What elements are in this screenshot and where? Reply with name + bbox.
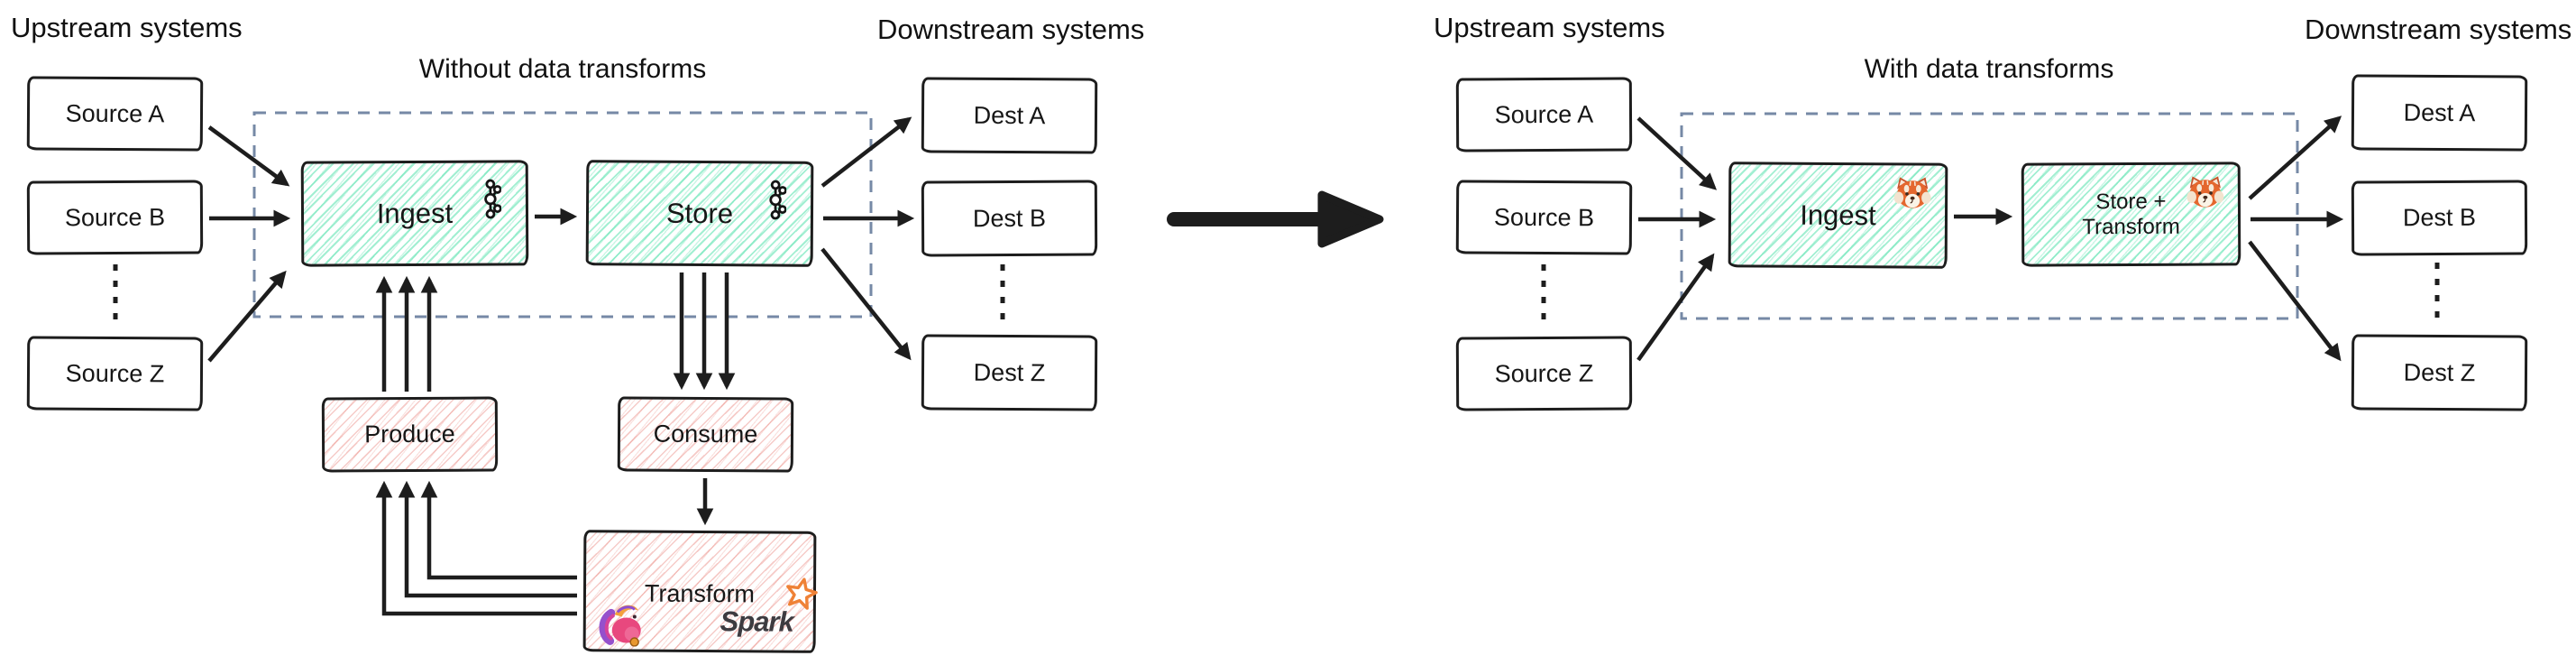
right-source-z-label: Source Z <box>1494 359 1594 387</box>
right-source-z-box: Source Z <box>1455 336 1633 411</box>
left-ingest-box: Ingest <box>300 160 529 267</box>
right-dest-a-label: Dest A <box>2403 98 2476 126</box>
arrow-right-source-z-to-ingest <box>1636 253 1715 362</box>
right-dest-b-box: Dest B <box>2351 180 2528 256</box>
right-pipeline-dashed-boundary <box>1680 112 2299 320</box>
arrow-left-source-a-to-ingest <box>207 125 290 187</box>
arrow-left-source-z-to-ingest <box>207 270 287 363</box>
left-store-box: Store <box>585 160 814 267</box>
left-diagram-title: Without data transforms <box>418 54 707 84</box>
left-dest-a-label: Dest A <box>973 101 1046 129</box>
left-source-z-box: Source Z <box>26 336 204 411</box>
left-dest-z-box: Dest Z <box>921 334 1098 411</box>
right-upstream-title: Upstream systems <box>1434 12 1665 43</box>
redpanda-icon <box>1893 175 1931 209</box>
right-ingest-box: Ingest <box>1728 162 1948 269</box>
left-source-b-label: Source B <box>64 203 166 231</box>
spark-star-icon <box>781 574 820 617</box>
right-source-b-label: Source B <box>1493 203 1595 231</box>
redpanda-icon <box>2186 174 2224 208</box>
right-store-transform-box: Store +Transform <box>2021 162 2241 267</box>
left-source-b-box: Source B <box>26 180 204 255</box>
right-source-a-box: Source A <box>1455 77 1633 152</box>
left-source-a-label: Source A <box>65 99 165 127</box>
arrow-transform-to-produce-3 <box>420 480 577 580</box>
left-source-a-box: Source A <box>26 76 204 152</box>
right-ingest-label: Ingest <box>1800 199 1876 231</box>
arrow-store-transform-to-dest-a <box>2248 115 2342 200</box>
left-dest-z-label: Dest Z <box>973 358 1046 386</box>
left-pipeline-dashed-boundary <box>252 111 873 319</box>
left-downstream-title: Downstream systems <box>877 14 1145 45</box>
left-dest-b-label: Dest B <box>972 204 1047 232</box>
consume-box: Consume <box>617 396 794 473</box>
kafka-icon <box>765 179 787 220</box>
right-dest-z-label: Dest Z <box>2403 358 2476 386</box>
transform-box: Transform Spark <box>582 530 820 653</box>
arrow-store-to-dest-z <box>820 247 912 361</box>
left-ingest-label: Ingest <box>376 197 454 229</box>
arrow-transform-to-produce-1 <box>375 480 577 616</box>
produce-box: Produce <box>321 396 499 473</box>
kafka-icon <box>480 178 502 219</box>
arrow-store-transform-to-dest-z <box>2248 240 2342 362</box>
right-source-b-box: Source B <box>1455 180 1633 255</box>
right-store-transform-label: Store +Transform <box>2082 189 2180 240</box>
store-transform-line2: Transform <box>2082 214 2180 239</box>
consume-label: Consume <box>653 420 758 448</box>
right-diagram-title: With data transforms <box>1864 54 2114 84</box>
left-source-z-label: Source Z <box>65 359 165 387</box>
transform-label: Transform <box>644 579 756 608</box>
left-store-label: Store <box>665 197 734 229</box>
right-dest-z-box: Dest Z <box>2351 334 2528 411</box>
right-dest-a-box: Dest A <box>2351 74 2528 152</box>
left-upstream-title: Upstream systems <box>11 12 243 43</box>
big-transition-arrow <box>1167 190 1384 248</box>
store-transform-line1: Store + <box>2095 189 2167 214</box>
flink-icon <box>598 599 645 647</box>
left-dest-a-box: Dest A <box>921 77 1098 154</box>
produce-label: Produce <box>364 420 455 448</box>
left-dest-b-box: Dest B <box>921 180 1098 257</box>
arrow-transform-to-produce-2 <box>398 480 577 598</box>
right-downstream-title: Downstream systems <box>2305 14 2572 45</box>
arrow-store-to-dest-a <box>820 116 912 188</box>
arrow-right-source-a-to-ingest <box>1636 116 1718 190</box>
right-dest-b-label: Dest B <box>2402 203 2477 232</box>
right-source-a-label: Source A <box>1494 100 1594 128</box>
